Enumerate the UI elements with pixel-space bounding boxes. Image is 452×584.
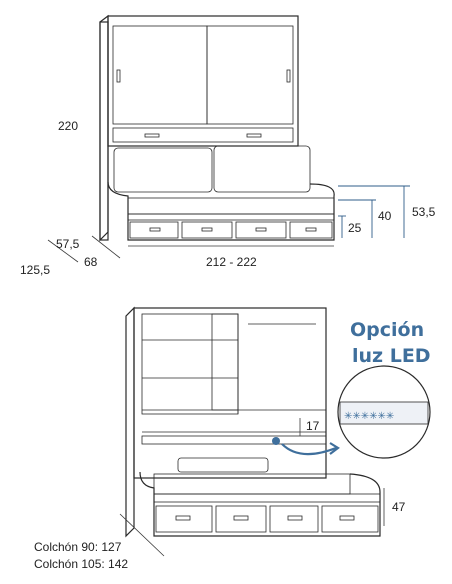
height-label: 220: [58, 119, 78, 133]
shelf-gap-label: 17: [306, 419, 320, 433]
led-option-title-line1: Opción: [350, 319, 424, 341]
bed-height-label: 47: [392, 500, 406, 514]
sofa-bed-open-illustration: ✳✳✳✳✳✳: [119, 306, 431, 557]
base-height-label: 25: [348, 221, 362, 235]
svg-text:✳✳✳✳✳✳: ✳✳✳✳✳✳: [344, 411, 394, 422]
width-label: 212 - 222: [206, 255, 257, 269]
depth-label-3: 125,5: [20, 263, 50, 277]
mattress-105-label: Colchón 105: 142: [34, 557, 128, 571]
depth-label-2: 68: [84, 255, 98, 269]
sofa-bed-closed-illustration: [47, 14, 410, 263]
mattress-90-label: Colchón 90: 127: [34, 540, 122, 554]
depth-label-1: 57,5: [56, 237, 80, 251]
led-option-title-line2: luz LED: [352, 345, 431, 367]
arm-height-label: 53,5: [412, 205, 436, 219]
seat-height-label: 40: [378, 209, 392, 223]
